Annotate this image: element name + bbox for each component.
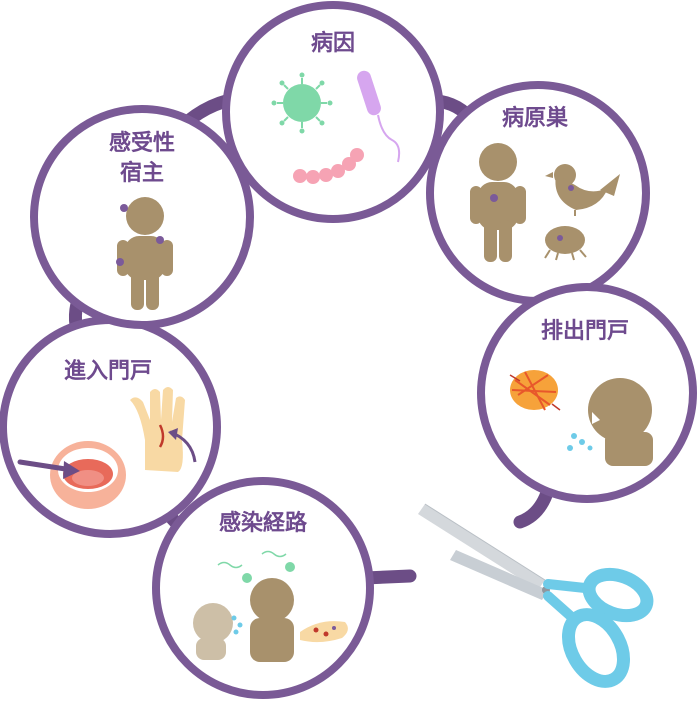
node-label-line1: 感受性	[109, 130, 175, 156]
airborne-germs-icon	[217, 550, 295, 583]
coughing-head-icon	[588, 378, 653, 466]
connector-exit-broken	[513, 483, 555, 529]
dirty-hand-icon	[300, 621, 348, 643]
droplets-icon	[231, 615, 243, 635]
node-label: 病原巣	[502, 105, 569, 131]
vomit-splash-icon	[509, 370, 561, 411]
node-susceptible-host: 感受性 宿主	[30, 105, 254, 329]
node-portal-of-entry: 進入門戸	[0, 316, 221, 538]
tick-mite-icon	[544, 226, 587, 261]
injured-hand-icon	[130, 387, 197, 472]
green-virus-icon	[271, 72, 333, 134]
droplets-icon	[567, 433, 593, 451]
scissors-icon	[418, 503, 654, 688]
streptococcus-chain-icon	[293, 148, 364, 184]
node-reservoir: 病原巣	[426, 81, 650, 305]
person-figure-icon	[117, 197, 173, 310]
node-mode-of-transmission: 感染経路	[152, 477, 374, 699]
open-mouth-icon	[50, 441, 126, 509]
node-pathogen: 病因	[222, 1, 444, 223]
node-label-line2: 宿主	[120, 160, 164, 186]
rod-bacterium-icon	[357, 70, 401, 163]
node-label: 排出門戸	[541, 319, 629, 344]
bird-icon	[545, 164, 620, 216]
node-portal-of-exit: 排出門戸	[477, 283, 697, 503]
node-label: 感染経路	[219, 510, 308, 536]
grey-person-icon	[193, 603, 233, 660]
person-figure-icon	[470, 143, 526, 262]
central-person-icon	[250, 578, 294, 662]
node-ring	[222, 1, 444, 223]
node-label: 病因	[311, 30, 355, 56]
node-label: 進入門戸	[64, 359, 152, 384]
entry-arrow-icon	[17, 459, 80, 479]
germ-icons	[116, 204, 164, 266]
